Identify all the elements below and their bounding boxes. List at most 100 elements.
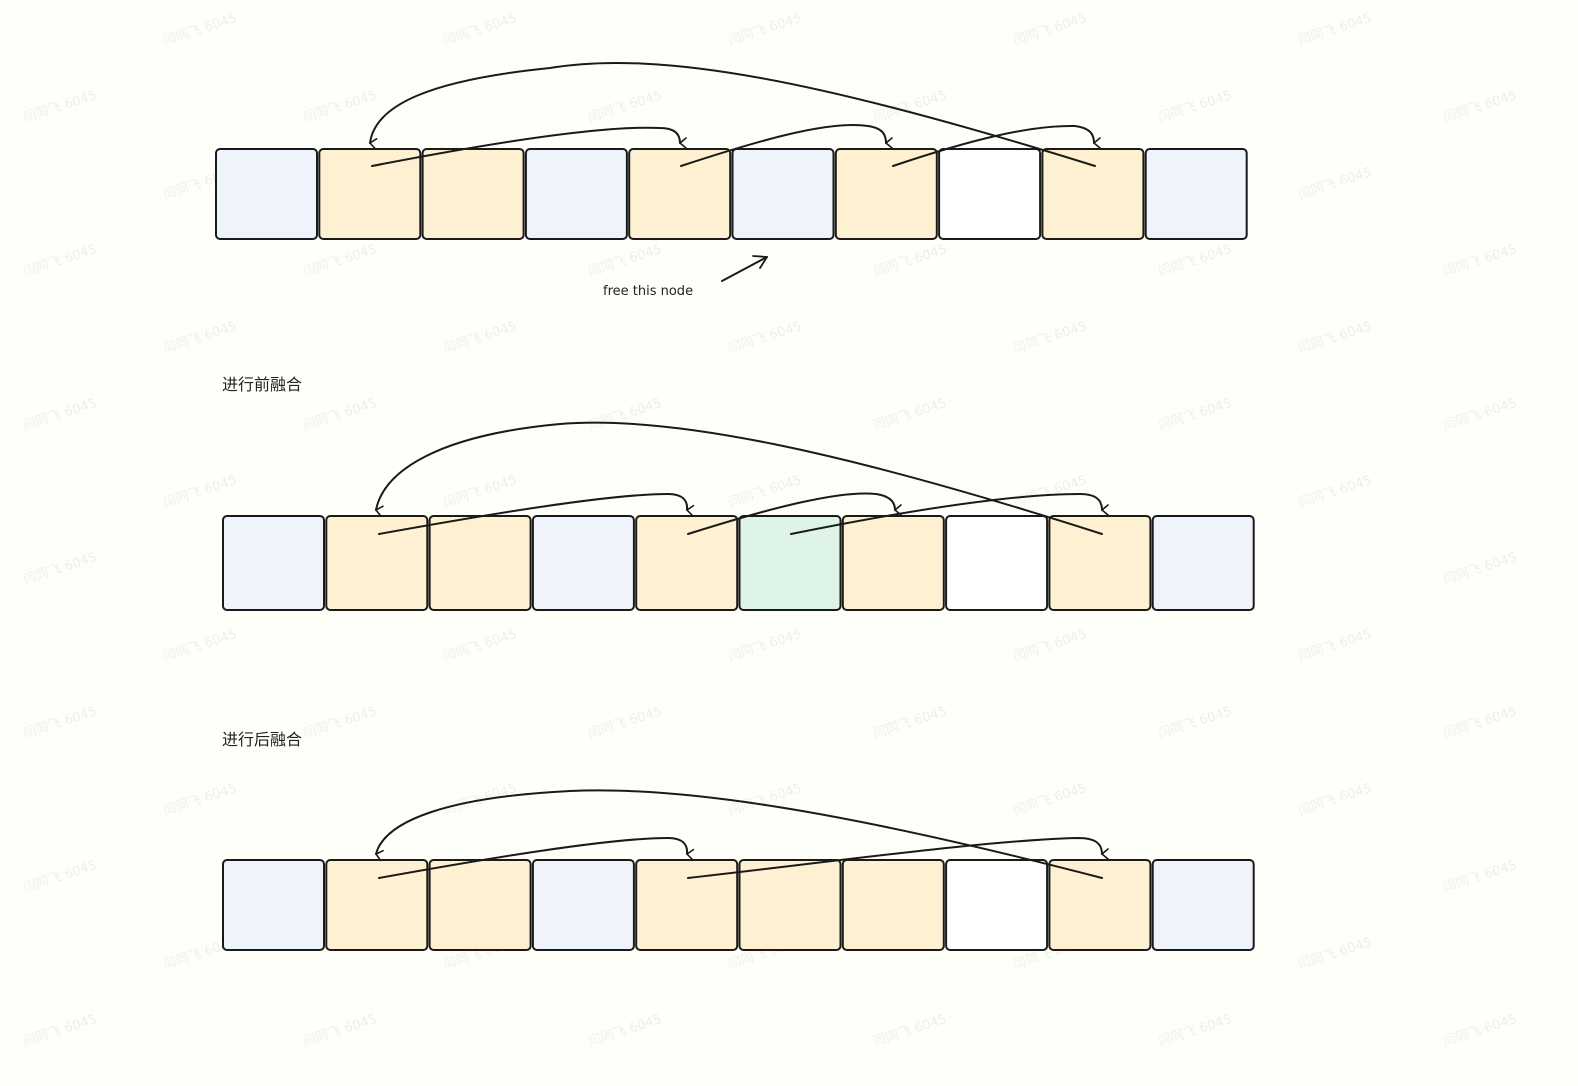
free-node-label: free this node <box>603 284 694 299</box>
memory-block-empty <box>938 148 1042 240</box>
memory-block-used <box>635 515 739 611</box>
watermark-text: 闫同飞 6045 <box>587 1012 664 1050</box>
memory-block-used <box>628 148 732 240</box>
watermark-text: 闫同飞 6045 <box>162 627 239 665</box>
memory-block-used <box>738 859 842 951</box>
watermark-text: 闫同飞 6045 <box>302 88 379 126</box>
watermark-text: 闫同飞 6045 <box>1157 704 1234 742</box>
watermark-text: 闫同飞 6045 <box>22 242 99 280</box>
memory-block-free <box>1144 148 1248 240</box>
watermark-text: 闫同飞 6045 <box>162 473 239 511</box>
link-arrow <box>369 62 1096 167</box>
link-arrow <box>680 123 893 167</box>
watermark-text: 闫同飞 6045 <box>442 473 519 511</box>
memory-block-free <box>222 515 325 611</box>
watermark-text: 闫同飞 6045 <box>1442 396 1519 434</box>
free-node-pointer-arrow <box>721 256 768 282</box>
watermark-text: 闫同飞 6045 <box>22 704 99 742</box>
watermark-text: 闫同飞 6045 <box>1442 242 1519 280</box>
watermark-text: 闫同飞 6045 <box>1442 858 1519 896</box>
watermark-text: 闫同飞 6045 <box>587 704 664 742</box>
link-arrow <box>375 789 1103 879</box>
memory-block-free <box>731 148 835 240</box>
watermark-text: 闫同飞 6045 <box>1442 88 1519 126</box>
watermark-text: 闫同飞 6045 <box>727 11 804 49</box>
memory-block-used <box>841 859 945 951</box>
watermark-text: 闫同飞 6045 <box>1157 1012 1234 1050</box>
memory-block-used <box>421 148 525 240</box>
watermark-text: 闫同飞 6045 <box>1157 88 1234 126</box>
link-arrow <box>375 421 1103 535</box>
watermark-text: 闫同飞 6045 <box>1297 165 1374 203</box>
watermark-text: 闫同飞 6045 <box>1012 781 1089 819</box>
watermark-text: 闫同飞 6045 <box>22 396 99 434</box>
watermark-text: 闫同飞 6045 <box>1012 473 1089 511</box>
link-arrow <box>687 492 902 535</box>
watermark-text: 闫同飞 6045 <box>22 88 99 126</box>
watermark-text: 闫同飞 6045 <box>1297 473 1374 511</box>
memory-block-used <box>841 515 945 611</box>
watermark-text: 闫同飞 6045 <box>1442 550 1519 588</box>
watermark-text: 闫同飞 6045 <box>1297 319 1374 357</box>
memory-block-freed <box>738 515 842 611</box>
watermark-text: 闫同飞 6045 <box>302 396 379 434</box>
memory-block-used <box>1041 148 1145 240</box>
watermark-text: 闫同飞 6045 <box>162 11 239 49</box>
watermark-text: 闫同飞 6045 <box>1297 627 1374 665</box>
memory-block-used <box>1048 515 1152 611</box>
watermark-text: 闫同飞 6045 <box>22 550 99 588</box>
memory-row-prev-merge <box>222 515 1255 611</box>
memory-block-free <box>524 148 628 240</box>
memory-block-free <box>531 515 635 611</box>
memory-block-free <box>1151 515 1255 611</box>
link-arrow <box>790 492 1109 535</box>
free-list-links-prev-merge <box>375 421 1109 535</box>
memory-block-empty <box>945 859 1049 951</box>
memory-block-free <box>222 859 325 951</box>
watermark-text: 闫同飞 6045 <box>1157 242 1234 280</box>
watermark-text: 闫同飞 6045 <box>1297 781 1374 819</box>
watermark-text: 闫同飞 6045 <box>872 1012 949 1050</box>
watermark-text: 闫同飞 6045 <box>727 781 804 819</box>
watermark-text: 闫同飞 6045 <box>442 319 519 357</box>
watermark-text: 闫同飞 6045 <box>442 627 519 665</box>
link-arrow <box>378 492 695 535</box>
watermark-text: 闫同飞 6045 <box>587 396 664 434</box>
watermark-text: 闫同飞 6045 <box>1442 1012 1519 1050</box>
watermark-text: 闫同飞 6045 <box>727 627 804 665</box>
memory-row-initial <box>215 148 1248 240</box>
watermark-text: 闫同飞 6045 <box>1157 396 1234 434</box>
memory-block-used <box>325 859 429 951</box>
free-node-pointer-arrowhead <box>752 255 768 269</box>
watermark-text: 闫同飞 6045 <box>162 319 239 357</box>
memory-block-used <box>428 859 532 951</box>
memory-row-next-merge <box>222 859 1255 951</box>
watermark-text: 闫同飞 6045 <box>302 242 379 280</box>
watermark-text: 闫同飞 6045 <box>1442 704 1519 742</box>
watermark-text: 闫同飞 6045 <box>727 319 804 357</box>
watermark-text: 闫同飞 6045 <box>1012 11 1089 49</box>
memory-block-free <box>1151 859 1255 951</box>
watermark-text: 闫同飞 6045 <box>872 242 949 280</box>
watermark-text: 闫同飞 6045 <box>22 858 99 896</box>
link-arrow <box>371 126 687 167</box>
memory-block-empty <box>945 515 1049 611</box>
watermark-text: 闫同飞 6045 <box>442 11 519 49</box>
memory-block-used <box>318 148 422 240</box>
watermark-text: 闫同飞 6045 <box>22 1012 99 1050</box>
watermark-text: 闫同飞 6045 <box>162 781 239 819</box>
link-arrow <box>378 836 695 879</box>
watermark-text: 闫同飞 6045 <box>1297 11 1374 49</box>
watermark-text: 闫同飞 6045 <box>1297 935 1374 973</box>
watermark-text: 闫同飞 6045 <box>872 704 949 742</box>
watermark-text: 闫同飞 6045 <box>1012 319 1089 357</box>
memory-block-used <box>428 515 532 611</box>
watermark-text: 闫同飞 6045 <box>302 704 379 742</box>
watermark-text: 闫同飞 6045 <box>1012 627 1089 665</box>
memory-block-used <box>325 515 429 611</box>
watermark-text: 闫同飞 6045 <box>587 88 664 126</box>
memory-block-free <box>531 859 635 951</box>
memory-block-free <box>215 148 318 240</box>
free-list-links-next-merge <box>375 789 1109 879</box>
